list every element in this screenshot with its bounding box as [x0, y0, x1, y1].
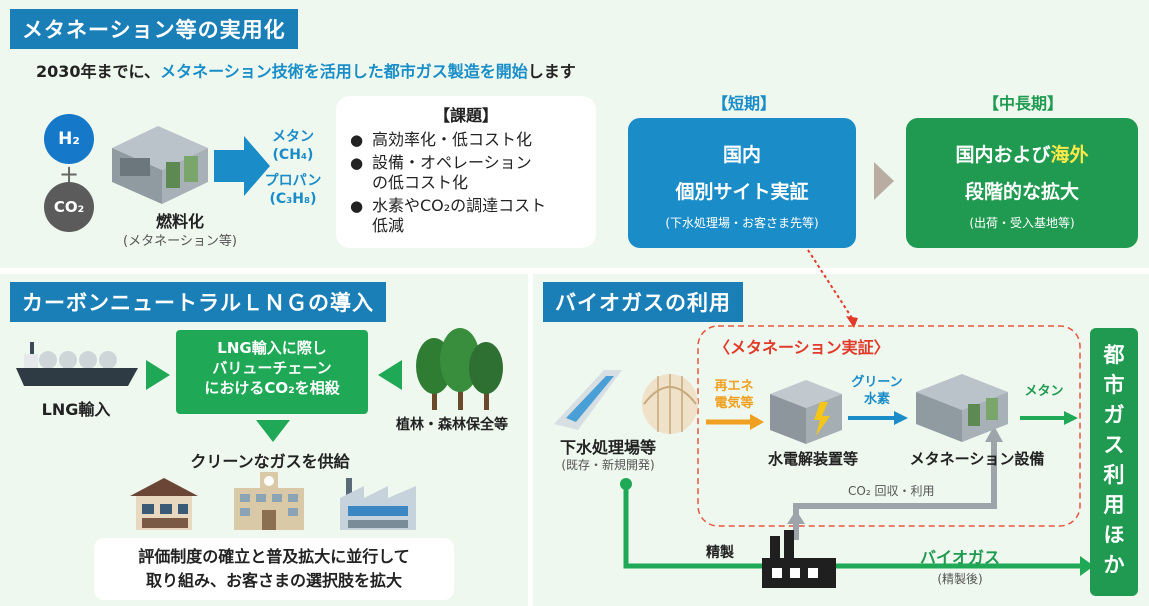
refine-label: 精製	[706, 545, 734, 561]
school-icon	[234, 472, 304, 530]
progression-chevron	[874, 162, 894, 200]
intro-year: 2030年までに、	[36, 62, 161, 81]
arrow-right-green	[146, 360, 170, 390]
city-gas-box: 都市ガス利用ほか	[1090, 328, 1138, 596]
refinery-icon	[762, 530, 836, 588]
short-line1: 国内	[722, 144, 761, 166]
h2-circle: H₂	[44, 114, 94, 164]
methane-formula: (CH₄)	[272, 147, 314, 163]
short-term-card: 国内 個別サイト実証 (下水処理場・お客さま先等)	[628, 118, 856, 248]
city-gas-label: 都市ガス利用ほか	[1103, 343, 1125, 577]
clean-gas-label: クリーンなガスを供給	[190, 452, 350, 471]
lng-import-label: LNG輸入	[41, 400, 111, 419]
mid-term-card: 国内および海外 段階的な拡大 (出荷・受入基地等)	[906, 118, 1138, 248]
intro-highlight: メタネーション技術を活用した都市ガス製造を開始	[160, 62, 528, 81]
arrow-left-green	[378, 360, 402, 390]
issue-item: ●水素やCO₂の調達コスト 低減	[350, 196, 547, 235]
output-products: メタン (CH₄) プロパン (C₃H₈)	[256, 128, 330, 208]
factory-icon	[340, 478, 416, 530]
forest-icon	[416, 328, 503, 410]
lng-panel: カーボンニュートラルＬＮＧの導入 LNG輸入 LNG輸入に際し バリューチェーン…	[0, 274, 528, 606]
electrolyzer-icon	[770, 380, 842, 444]
co2-circle: CO₂	[44, 182, 94, 232]
mid-sub: (出荷・受入基地等)	[969, 216, 1075, 230]
co2-offset-box: LNG輸入に際し バリューチェーン におけるCO₂を相殺	[176, 330, 368, 414]
issue-item: ●高効率化・低コスト化	[350, 130, 533, 149]
mid-line1: 国内および海外	[906, 140, 1138, 167]
methane-label: メタン	[272, 129, 314, 145]
methanation-section-title: メタネーション等の実用化	[10, 9, 298, 49]
demo-label: 〈メタネーション実証〉	[714, 338, 890, 357]
co2-reuse-label: CO₂ 回収・利用	[848, 484, 935, 498]
mid-line2: 段階的な拡大	[964, 181, 1079, 203]
electrolysis-label: 水電解装置等	[767, 450, 858, 468]
issues-list: ●高効率化・低コスト化 ●設備・オペレーション の低コスト化 ●水素やCO₂の調…	[344, 130, 596, 236]
methanation-plant-icon	[112, 126, 208, 204]
forest-label: 植林・森林保全等	[396, 417, 508, 433]
sewage-sublabel: (既存・新規開発)	[561, 458, 655, 472]
fuel-sublabel: (メタネーション等)	[123, 234, 237, 249]
methane-out-label: メタン	[1024, 384, 1064, 399]
lng-section-title: カーボンニュートラルＬＮＧの導入	[10, 282, 386, 322]
sewage-label: 下水処理場等	[559, 438, 656, 457]
arrow-down-green	[256, 420, 290, 442]
lng-tanker-icon	[16, 342, 138, 386]
intro-end: します	[527, 62, 576, 81]
methanation-panel: メタネーション等の実用化 2030年までに、メタネーション技術を活用した都市ガス…	[0, 0, 1149, 268]
issues-title: 【課題】	[433, 106, 498, 125]
mid-term-label: 【中長期】	[982, 94, 1063, 113]
short-sub: (下水処理場・お客さま先等)	[665, 216, 819, 230]
methanation-facility-label: メタネーション設備	[909, 450, 1045, 468]
biogas-label: バイオガス	[919, 548, 1000, 567]
conversion-arrow	[214, 136, 270, 196]
propane-label: プロパン	[264, 173, 322, 189]
green-hydrogen-label: グリーン 水素	[851, 375, 903, 407]
methanation-facility-icon	[916, 374, 1008, 442]
house-icon	[130, 478, 198, 530]
issues-box: 【課題】 ●高効率化・低コスト化 ●設備・オペレーション の低コスト化 ●水素や…	[336, 96, 596, 248]
propane-formula: (C₃H₈)	[269, 191, 317, 207]
short-line2: 個別サイト実証	[675, 181, 809, 203]
sewage-plant-icon	[554, 370, 698, 434]
intro-text: 2030年までに、メタネーション技術を活用した都市ガス製造を開始します	[36, 58, 576, 82]
renewable-label: 再エネ 電気等	[714, 379, 754, 411]
short-term-label: 【短期】	[711, 94, 776, 113]
mid-line1-domestic: 国内および	[955, 144, 1051, 166]
mid-line1-overseas: 海外	[1050, 144, 1089, 166]
plus-sign: +	[58, 160, 80, 188]
biogas-sublabel: (精製後)	[937, 572, 983, 586]
biogas-panel: バイオガスの利用	[533, 274, 1149, 606]
lng-bottom-text: 評価制度の確立と普及拡大に並行して 取り組み、お客さまの選択肢を拡大	[94, 538, 454, 600]
fuel-label: 燃料化	[155, 212, 204, 231]
biogas-section-title: バイオガスの利用	[543, 282, 743, 322]
issue-item: ●設備・オペレーション の低コスト化	[350, 153, 532, 192]
